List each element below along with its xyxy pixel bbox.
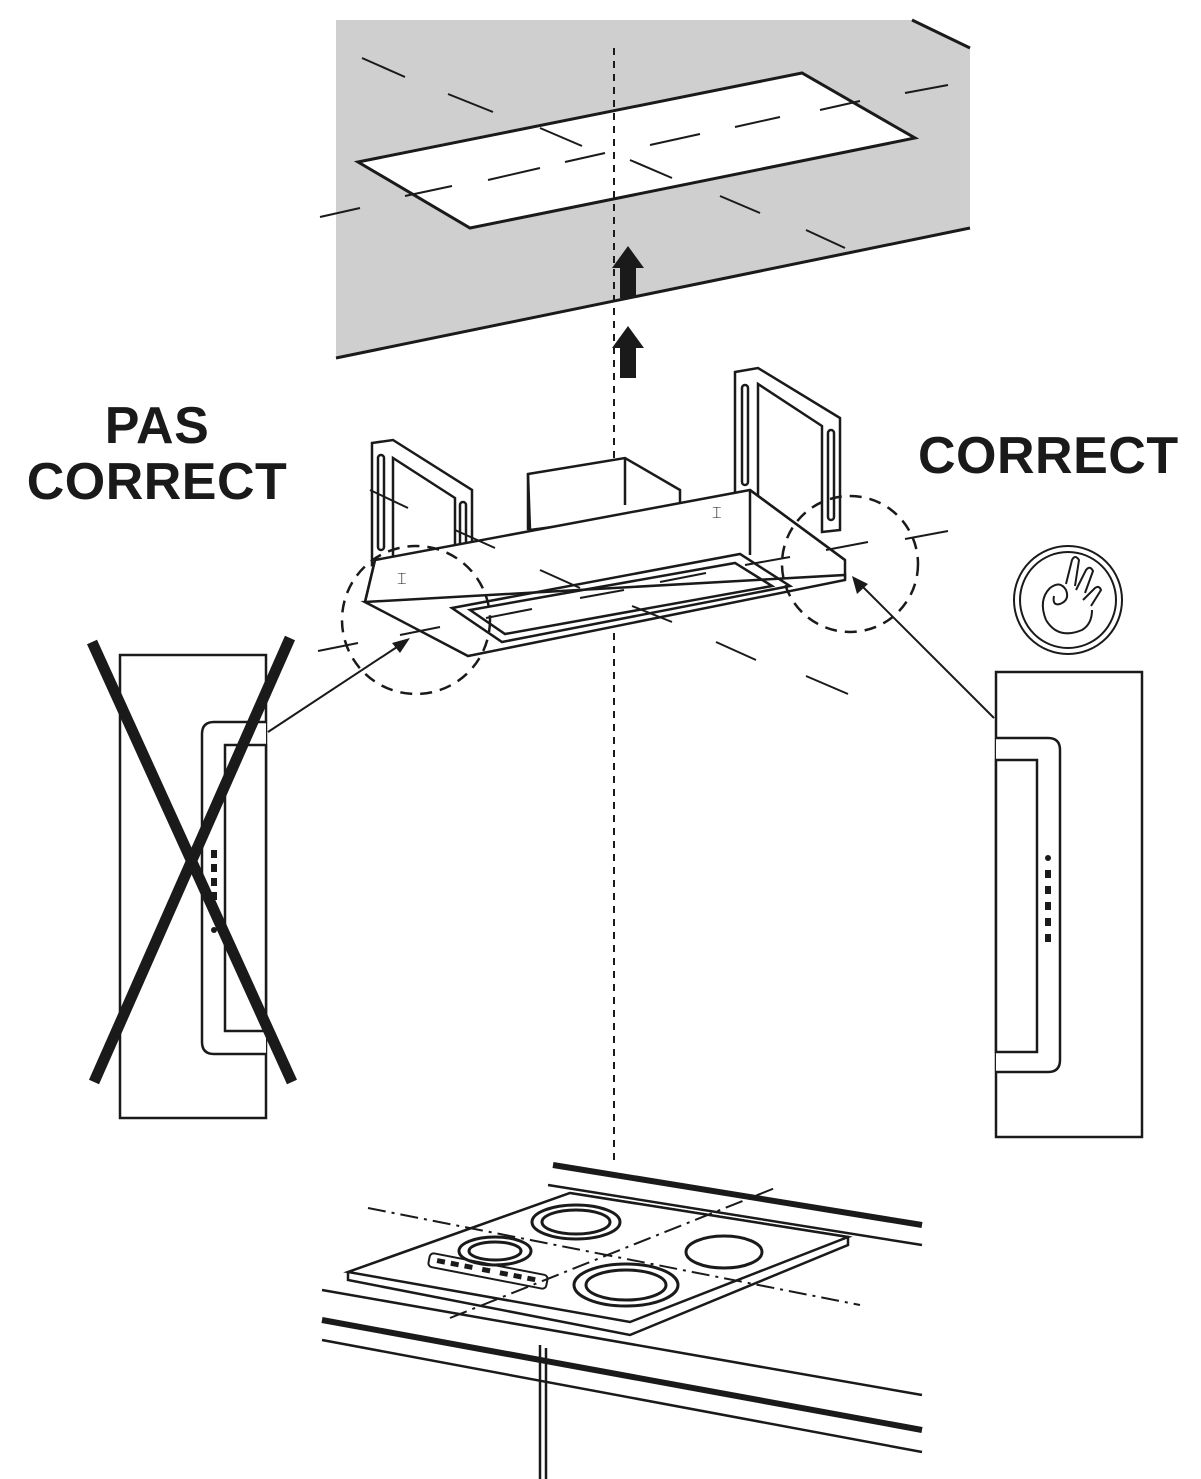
ceiling-cutout [353,71,920,230]
hood-insert: ⌶ ⌶ [360,366,847,658]
highlight-circle-right [780,494,920,634]
incorrect-label-line2: CORRECT [26,453,288,512]
correct-example [994,670,1144,1139]
x-cross-icon [86,635,298,1085]
svg-text:⌶: ⌶ [397,571,407,588]
incorrect-label-line1: PAS [104,397,210,455]
pointer-arrows [267,576,995,733]
up-arrow-icon [612,246,644,378]
ok-hand-icon [1013,545,1123,655]
correct-label-text: CORRECT [918,427,1179,485]
ceiling [319,18,971,360]
correct-label: CORRECT [918,428,1200,484]
highlight-circle-left [340,544,492,696]
incorrect-example [118,653,268,1120]
countertop [321,1162,923,1479]
cooktop [343,1191,853,1337]
svg-text:⌶: ⌶ [712,505,722,522]
incorrect-label: PAS CORRECT [12,398,302,510]
